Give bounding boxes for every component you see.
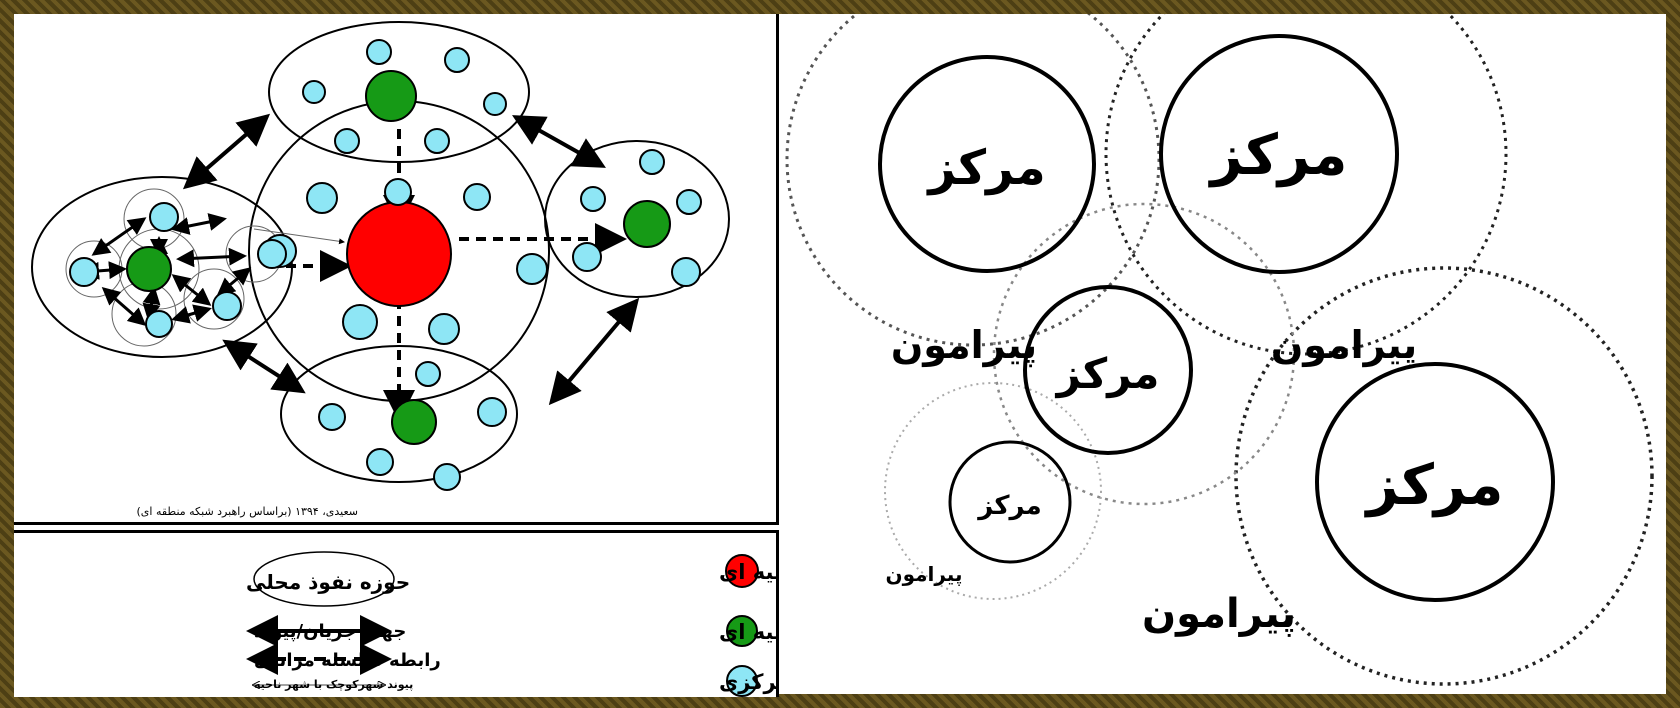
legend-main-city-label: شهر اصلی ناحیه ای <box>719 560 776 584</box>
periphery-label-3: پیرامون <box>886 562 963 587</box>
right-influence-area <box>544 140 730 298</box>
periphery-zone-4 <box>992 202 1296 506</box>
periphery-label-1: پیرامون <box>891 323 1037 367</box>
core-label-4: مرکز <box>1055 349 1160 399</box>
legend-svg: شهر اصلی ناحیه ای شهر کوچک ناحیه ای شهرک… <box>246 551 776 697</box>
network-svg: سعیدی، ۱۳۹۴ (براساس راهبرد شبکه منطقه ای… <box>31 21 730 518</box>
main-regional-city <box>346 201 452 307</box>
core-circle-2 <box>1159 34 1399 274</box>
legend-village-symbol <box>726 665 758 697</box>
legend-flow-label: جهت جریان/پیوند <box>254 621 406 642</box>
source-credit: سعیدی، ۱۳۹۴ (براساس راهبرد شبکه منطقه ای… <box>137 505 359 518</box>
periphery-zone-2 <box>1104 14 1508 356</box>
core-circle-1 <box>878 55 1096 273</box>
core-periphery-diagram: مرکز مرکز مرکز مرکز مرکز پیرامون پیرامون… <box>779 14 1666 694</box>
central-villages <box>69 39 702 491</box>
legend-hierarchy-label: رابطه سلسله مراتبی <box>254 650 441 671</box>
core-circle-4 <box>1023 285 1193 455</box>
core-periphery-svg: مرکز مرکز مرکز مرکز مرکز پیرامون پیرامون… <box>785 14 1654 686</box>
core-label-2: مرکز <box>1208 123 1348 188</box>
legend-thin-link-label: پیوند شهرکوچک با شهر ناحیه <box>254 678 413 691</box>
legend-separator <box>14 522 779 533</box>
periphery-zone-1 <box>785 14 1161 347</box>
legend-small-city-label: شهر کوچک ناحیه ای <box>719 620 776 644</box>
regional-network-diagram: سعیدی، ۱۳۹۴ (براساس راهبرد شبکه منطقه ای… <box>14 14 779 522</box>
flow-links <box>182 113 640 406</box>
legend-influence-label: حوزه نفوذ محلی <box>246 570 410 594</box>
periphery-label-2: پیرامون <box>1271 323 1417 367</box>
core-label-1: مرکز <box>926 140 1045 196</box>
top-influence-area <box>268 21 530 163</box>
core-label-3: مرکز <box>1364 453 1504 518</box>
small-city-link <box>253 228 345 245</box>
legend-small-city-symbol <box>726 615 758 647</box>
legend-panel: شهر اصلی ناحیه ای شهر کوچک ناحیه ای شهرک… <box>14 530 779 697</box>
small-regional-cities <box>126 70 671 445</box>
core-circle-5 <box>948 440 1072 564</box>
periphery-zone-3 <box>1234 266 1654 686</box>
periphery-zone-5 <box>884 382 1102 600</box>
core-label-5: مرکز <box>976 491 1042 521</box>
legend-main-city-symbol <box>725 554 759 588</box>
core-circle-3 <box>1315 362 1555 602</box>
legend-village-label: شهرک/ روستای مرکزی <box>719 670 776 694</box>
periphery-label-4: پیرامون <box>1142 591 1296 637</box>
bottom-influence-area <box>280 345 518 483</box>
legend-influence-symbol <box>253 551 395 607</box>
